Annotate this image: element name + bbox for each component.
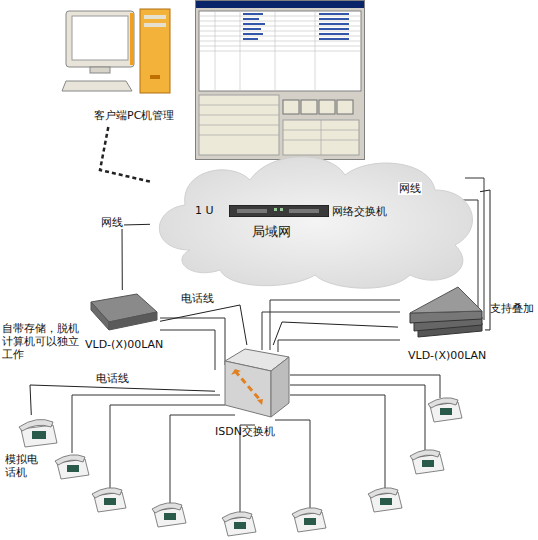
- network-cable: [484, 178, 485, 320]
- vld-recorder: VLD-(X)00LAN: [85, 290, 160, 368]
- connector: [100, 127, 150, 182]
- cable-label: 电话线: [180, 292, 215, 305]
- node-label: ISDN交换机: [215, 425, 300, 438]
- recorder-device: [85, 290, 160, 335]
- telephone: [152, 503, 186, 527]
- cable-label: 电话线: [95, 372, 130, 385]
- connector: [480, 190, 490, 330]
- cable-label: 网线: [398, 182, 422, 195]
- telephone: [428, 398, 462, 422]
- connector: [122, 224, 150, 290]
- isdn-box: [215, 345, 295, 420]
- cable-label: 网线: [100, 216, 124, 229]
- annotation-note: 支持叠加: [490, 302, 538, 315]
- isdn-switch: ISDN交换机: [215, 345, 295, 440]
- phone-line: [240, 425, 255, 512]
- network-cable: [465, 178, 484, 179]
- phone-line: [110, 405, 225, 488]
- phone-line: [262, 312, 400, 350]
- cloud-shape: [150, 150, 480, 290]
- telephone: [222, 512, 256, 536]
- node-label: 模拟电话机: [5, 453, 45, 479]
- telephone: [292, 508, 326, 532]
- telephone: [410, 450, 444, 474]
- node-label: 1 U: [195, 204, 227, 217]
- stacked-recorders: [398, 283, 485, 343]
- phone-line: [72, 395, 220, 453]
- phone-line: [290, 395, 385, 488]
- connector: [273, 322, 398, 345]
- telephone: [368, 488, 402, 512]
- network-switch: 1 U 网络交换机: [195, 202, 405, 220]
- telephone: [55, 455, 89, 479]
- analog-phone: 模拟电话机: [5, 415, 60, 475]
- phone-line: [160, 330, 215, 370]
- phone-line: [275, 420, 310, 508]
- node-label: VLD-(X)00LAN: [408, 349, 488, 362]
- telephone: [92, 488, 126, 512]
- annotation-note: 自带存储，脱机计算机可以独立工作: [2, 322, 87, 361]
- rack-switch: [229, 205, 329, 217]
- node-label: VLD-(X)00LAN: [85, 338, 165, 351]
- connector: [30, 385, 215, 415]
- pc-illustration: [60, 5, 180, 127]
- connector: [160, 305, 247, 345]
- vld-recorder-stack: VLD-(X)00LAN: [398, 283, 485, 375]
- phone-line: [270, 300, 400, 350]
- node-label: 网络交换机: [332, 205, 404, 218]
- telephone: [17, 417, 59, 449]
- node-label: 局域网: [252, 224, 312, 239]
- node-label: 客户端PC机管理: [94, 109, 184, 122]
- client-pc: 客户端PC机管理: [60, 5, 180, 127]
- lan-cloud: 局域网 1 U 网络交换机: [150, 150, 480, 290]
- software-screenshot: [195, 0, 365, 160]
- phone-line: [278, 340, 400, 352]
